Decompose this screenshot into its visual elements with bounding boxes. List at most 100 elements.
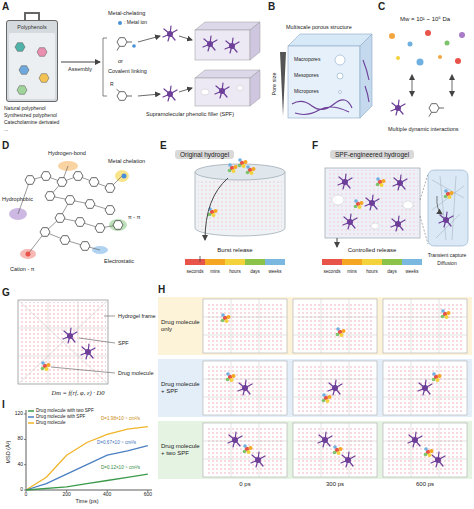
timescale-bar: [362, 259, 382, 265]
molecule: [425, 30, 431, 36]
row-band: Drug molecule + SPF: [158, 359, 472, 417]
case-inner: [9, 33, 55, 99]
zoom-inset: [428, 170, 468, 246]
callout-label: SPF: [118, 340, 129, 346]
phenol-ring: [25, 176, 35, 185]
polymer-chain: [432, 176, 464, 240]
spf-cluster: [391, 100, 405, 115]
spf-cluster: [338, 174, 352, 189]
structure-label: Mesopores: [294, 73, 319, 79]
polyphenol-icon: [37, 48, 47, 57]
timescale-label: hours: [366, 269, 378, 274]
cation: [26, 252, 31, 257]
drug-molecule: [336, 327, 346, 337]
capture-arrow: [437, 196, 442, 214]
spf-cluster: [393, 175, 407, 190]
callout-label: Drug molecule: [118, 370, 153, 376]
zoom-line: [420, 174, 428, 244]
annotation: Multiple dynamic interactions: [388, 126, 459, 132]
frame-lattice: [18, 300, 108, 384]
route-bracket: [103, 38, 107, 96]
legend-line: [28, 416, 34, 418]
drug-molecule: [441, 309, 451, 319]
drug-molecule: [376, 177, 386, 187]
md-cell: [293, 299, 377, 353]
case-body: [6, 20, 58, 102]
row-band: Drug molecule + two SPF: [158, 421, 472, 479]
structure-label: Micropores: [294, 89, 319, 95]
cube-side: [360, 34, 372, 118]
timescale-label: days: [250, 269, 260, 274]
polyphenol-type: Catecholamine derivated: [4, 120, 59, 126]
gel-fill: [327, 170, 418, 236]
gel-block: [195, 78, 250, 106]
timescale-bar: [402, 259, 422, 265]
r-bond: [117, 89, 133, 96]
polymer-bond: [18, 166, 122, 254]
legend-text: Drug molecule with two SPF: [36, 408, 94, 413]
assembly-arrow: [179, 88, 192, 92]
gel-block-top: [195, 70, 260, 78]
node-text: Drug molecule only: [158, 319, 203, 333]
md-cell: [383, 299, 467, 353]
process-label: Assembly: [68, 66, 92, 72]
phenol-ring: [41, 172, 51, 181]
legend-line: [28, 410, 34, 412]
phenol-ring: [429, 104, 439, 113]
drug-molecule: [41, 361, 51, 371]
spf-cluster: [163, 86, 177, 101]
spf-cluster: [408, 432, 422, 447]
timescale-bar: [245, 259, 265, 265]
fit-value: D=0.67×10⁻⁵ cm²/s: [96, 440, 137, 445]
phenol-ring: [73, 172, 83, 181]
polyphenol-icon: [39, 74, 49, 83]
phenol-ring: [85, 200, 95, 209]
inset-label: Diffusion: [437, 261, 456, 267]
spf-cluster: [215, 83, 229, 98]
axis-tick: 200: [62, 492, 70, 498]
phenol-ring: [40, 228, 50, 237]
route-label: or: [118, 58, 123, 64]
spf-cluster: [318, 432, 332, 447]
drug-molecule: [246, 165, 256, 175]
interaction-label: Hydrogen-bond: [48, 150, 86, 156]
axis-title: MSD (Å²): [5, 441, 11, 464]
molecule: [408, 42, 413, 47]
route-label: R: [110, 82, 114, 88]
pore: [201, 89, 209, 95]
time-label: 600 ps: [416, 481, 434, 488]
timescale-bar: [322, 259, 342, 265]
row-band: Drug molecule only: [158, 297, 472, 355]
legend-line: [28, 422, 34, 424]
phenol-ring: [57, 178, 67, 187]
phenol-ring: [95, 224, 105, 233]
mesopore: [337, 73, 343, 79]
md-cell: [293, 423, 377, 477]
axis-tick: 0: [20, 487, 23, 493]
molecule: [389, 33, 395, 39]
node-text: Polyphenols: [7, 24, 57, 30]
timescale-label: seconds: [323, 269, 340, 274]
release-arrow: [337, 238, 338, 247]
node-text: Drug molecule + two SPF: [158, 443, 203, 457]
msd-curve: [26, 474, 148, 490]
polyphenol-icon: [17, 86, 27, 95]
spf-cluster: [163, 26, 177, 41]
panel-letter: B: [268, 1, 275, 12]
spf-cluster: [391, 216, 405, 231]
interaction-label: Metal chelation: [108, 158, 145, 164]
spf-cluster: [431, 452, 445, 467]
timescale-bar: [185, 259, 205, 265]
timescale-bar: [382, 259, 402, 265]
metal-highlight: [115, 170, 129, 182]
pi-highlight: [109, 219, 127, 231]
axis-tick: 120: [15, 411, 23, 417]
node-text: Drug molecule + SPF: [158, 381, 203, 395]
axis-tick: 80: [17, 436, 23, 442]
polyphenol-type: Natural polyphenol: [4, 106, 46, 112]
interaction-label: Cation - π: [10, 266, 35, 272]
timescale-bar: [265, 259, 285, 265]
cation-highlight: [20, 249, 36, 259]
interaction-label: Hydrophobic: [2, 196, 33, 202]
